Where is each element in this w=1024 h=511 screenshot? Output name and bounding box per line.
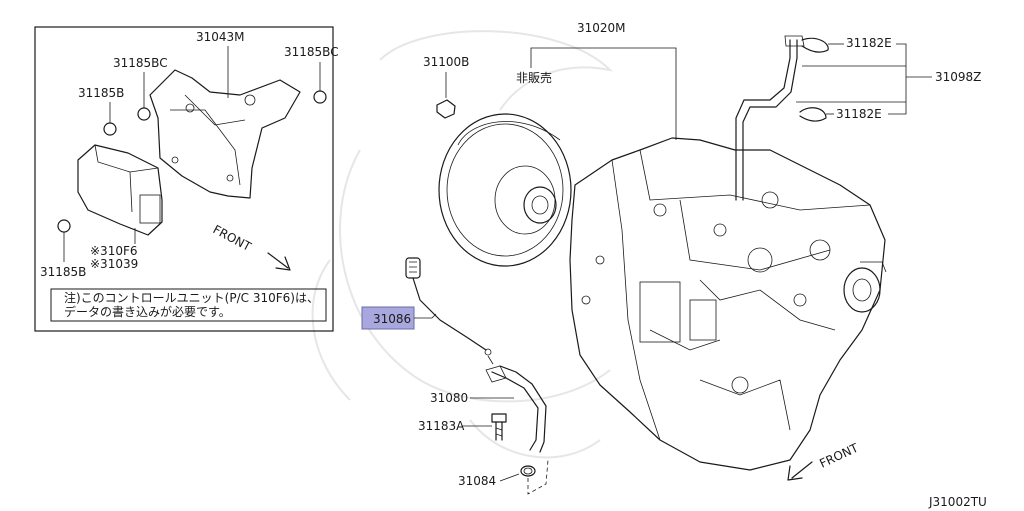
label-31182e-top[interactable]: 31182E xyxy=(846,36,892,50)
inset-front-arrow-icon xyxy=(267,252,291,271)
label-310f6[interactable]: ※310F6 xyxy=(90,244,138,258)
bolt-31183a xyxy=(491,413,507,441)
nut-31185b-top xyxy=(103,122,117,136)
note-line-2: データの書き込みが必要です。 xyxy=(64,304,231,319)
o-ring-31084 xyxy=(520,465,536,477)
dipstick-tube xyxy=(491,371,539,451)
bracket-31043m xyxy=(149,69,301,199)
breather-hose xyxy=(735,39,791,201)
inset-front-label: FRONT xyxy=(211,222,254,254)
label-31182e-bottom[interactable]: 31182E xyxy=(836,107,882,121)
dipstick xyxy=(405,257,494,365)
control-unit-inset: FRONT 31043M 31185BC 31185BC 31185B 3118… xyxy=(34,26,339,332)
inset-frame xyxy=(34,26,334,332)
label-31100b[interactable]: 31100B xyxy=(423,55,469,69)
label-31098z[interactable]: 31098Z xyxy=(935,70,981,84)
clip-31182e-top xyxy=(801,37,829,53)
transmission-assembly: FRONT xyxy=(405,35,887,481)
label-31185b-top[interactable]: 31185B xyxy=(78,86,124,100)
nut-31100b xyxy=(436,99,456,119)
label-31020m[interactable]: 31020M xyxy=(577,21,626,35)
label-31185bc-right[interactable]: 31185BC xyxy=(284,45,339,59)
diagram-code: J31002TU xyxy=(928,495,987,509)
label-31183a[interactable]: 31183A xyxy=(418,419,465,433)
label-31185bc-left[interactable]: 31185BC xyxy=(113,56,168,70)
label-31039[interactable]: ※31039 xyxy=(90,257,138,271)
label-31185b-bottom[interactable]: 31185B xyxy=(40,265,86,279)
control-unit-module xyxy=(77,144,163,236)
main-front-label: FRONT xyxy=(817,440,861,470)
watermark-emblem xyxy=(311,30,614,459)
main-front-arrow-icon xyxy=(787,461,813,481)
clip-31182e-bottom xyxy=(799,107,827,122)
not-sold-label: 非販売 xyxy=(516,70,552,85)
nut-31185bc-right xyxy=(313,90,327,104)
label-31084[interactable]: 31084 xyxy=(458,474,496,488)
note-box xyxy=(50,288,327,322)
transmission-case xyxy=(569,137,886,471)
label-31043m[interactable]: 31043M xyxy=(196,30,245,44)
nut-31185b-bottom xyxy=(57,219,71,233)
note-line-1: 注)このコントロールユニット(P/C 310F6)は、 xyxy=(64,290,319,305)
torque-converter xyxy=(438,113,572,267)
label-31080[interactable]: 31080 xyxy=(430,391,468,405)
nut-31185bc-left xyxy=(137,107,151,121)
label-31086[interactable]: 31086 xyxy=(373,312,411,326)
